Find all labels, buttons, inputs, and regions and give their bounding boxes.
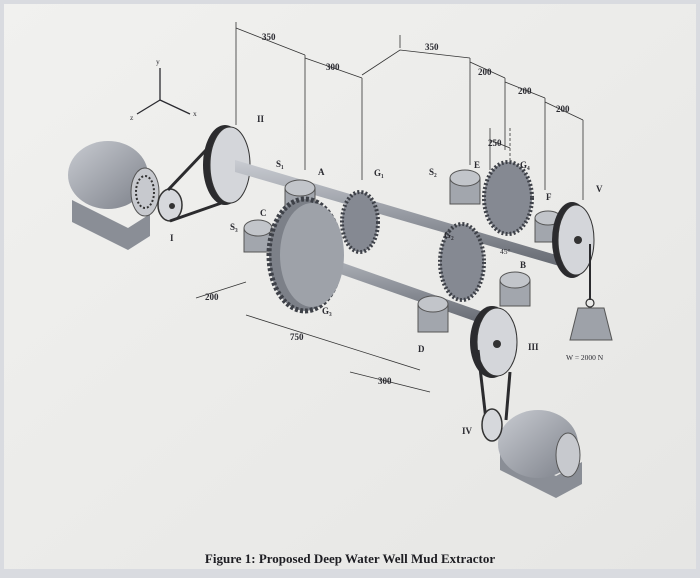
dim-200-left: 200 [205,292,219,302]
label-G2: G₂ [444,230,454,240]
gear-G2 [438,222,486,302]
dim-200-b: 200 [518,86,532,96]
motor-I [68,141,183,250]
gear-G3 [266,196,344,314]
gear-G1 [340,190,380,254]
dim-350-right: 350 [425,42,439,52]
axis-y-label: y [156,57,160,66]
dimension-lines [195,22,584,393]
label-F: F [546,192,552,202]
figure-caption: Figure 1: Proposed Deep Water Well Mud E… [204,551,496,566]
bearing-C [243,219,273,253]
pulley-II [203,125,251,205]
gear-G4 [482,160,534,236]
dim-350-left: 350 [262,32,276,42]
dim-300-top: 300 [326,62,340,72]
label-V: V [596,184,603,194]
label-II: II [257,114,265,124]
paper-background [4,4,696,569]
label-D: D [418,344,425,354]
label-S3: S₃ [230,222,238,232]
label-III: III [528,342,539,352]
belt-lower [476,349,512,421]
dim-200-c: 200 [556,104,570,114]
label-A: A [318,167,325,177]
dim-750: 750 [290,332,304,342]
label-E: E [474,160,480,170]
upper-shaft [235,160,580,272]
dim-300-bottom: 300 [378,376,392,386]
label-G3: G₃ [322,306,332,316]
weight-label: W = 2000 N [566,353,604,362]
pulley-III [470,306,518,378]
label-S1: S₁ [276,159,284,169]
label-G1: G₁ [374,168,384,178]
motor-IV [481,408,582,498]
bearing-B [499,271,531,307]
label-I: I [170,233,174,243]
angle-label: 45° [500,247,511,256]
weight-block [569,298,613,341]
bearing-E [449,169,481,205]
label-S2: S₂ [429,167,437,177]
dim-200-a: 200 [478,67,492,77]
coordinate-axes [136,68,191,115]
label-C: C [260,208,267,218]
pulley-V [552,202,595,300]
axis-z-label: z [130,113,134,122]
bearing-D [417,295,449,333]
label-G4: G₄ [520,160,530,170]
axis-x-label: x [193,109,197,118]
label-IV: IV [462,426,473,436]
dim-250: 250 [488,138,502,148]
label-B: B [520,260,526,270]
